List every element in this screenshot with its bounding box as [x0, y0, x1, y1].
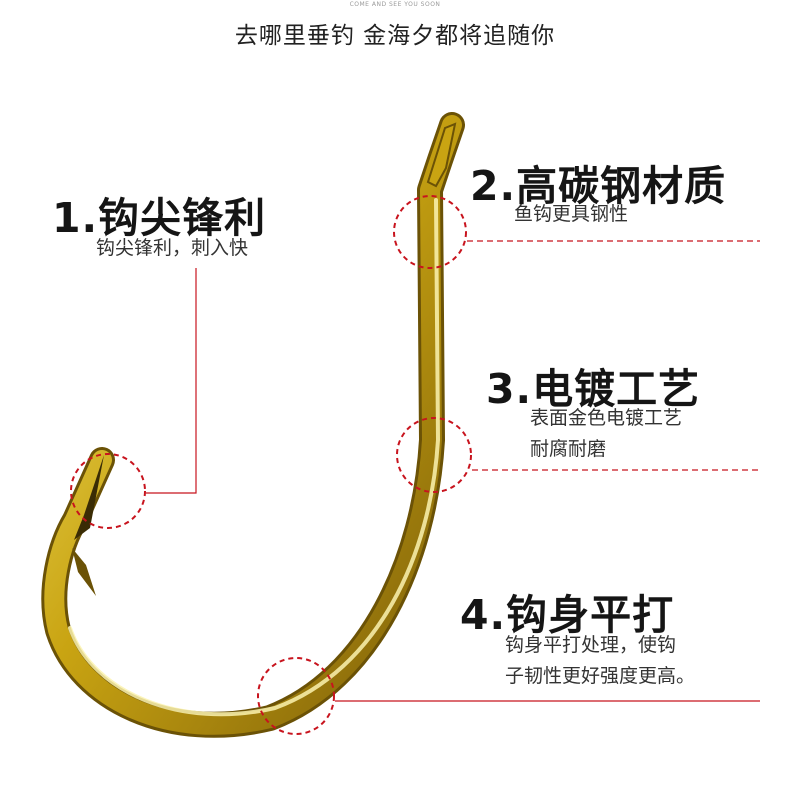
hook-shank: [44, 115, 462, 735]
tagline: COME AND SEE YOU SOON: [349, 1, 441, 8]
feature-title-flat-forged: 4.钩身平打: [460, 591, 675, 639]
feature-desc-sharp-point: 钩尖锋利，刺入快: [96, 233, 248, 264]
feature-desc-flat-forged: 钩身平打处理，使钩 子韧性更好强度更高。: [505, 630, 695, 692]
feature-title-plating: 3.电镀工艺: [486, 365, 701, 413]
hook-highlight: [68, 198, 441, 717]
callout-line-1: [146, 268, 197, 494]
hook-eye: [426, 122, 457, 188]
callout-circle-3: [396, 417, 472, 493]
feature-desc-line: 耐腐耐磨: [530, 438, 607, 460]
feature-title-sharp-point: 1.钩尖锋利: [52, 194, 267, 242]
feature-desc-line: 表面金色电镀工艺: [530, 407, 683, 429]
feature-desc-plating: 表面金色电镀工艺 耐腐耐磨: [530, 403, 682, 465]
feature-desc-line: 鱼钩更具钢性: [514, 203, 629, 225]
headline: 去哪里垂钓 金海夕都将追随你: [234, 23, 556, 49]
feature-desc-line: 钩尖锋利，刺入快: [96, 237, 249, 259]
callout-circle-2: [393, 195, 467, 269]
feature-desc-carbon-steel: 鱼钩更具钢性: [514, 199, 628, 230]
hook-point: [74, 455, 104, 540]
feature-desc-line: 子韧性更好强度更高。: [505, 665, 696, 687]
callout-circle-4: [257, 657, 335, 735]
hook-barb: [72, 548, 96, 596]
feature-title-carbon-steel: 2.高碳钢材质: [470, 162, 727, 210]
feature-desc-line: 钩身平打处理，使钩: [505, 634, 677, 656]
callout-circle-1: [70, 453, 146, 529]
